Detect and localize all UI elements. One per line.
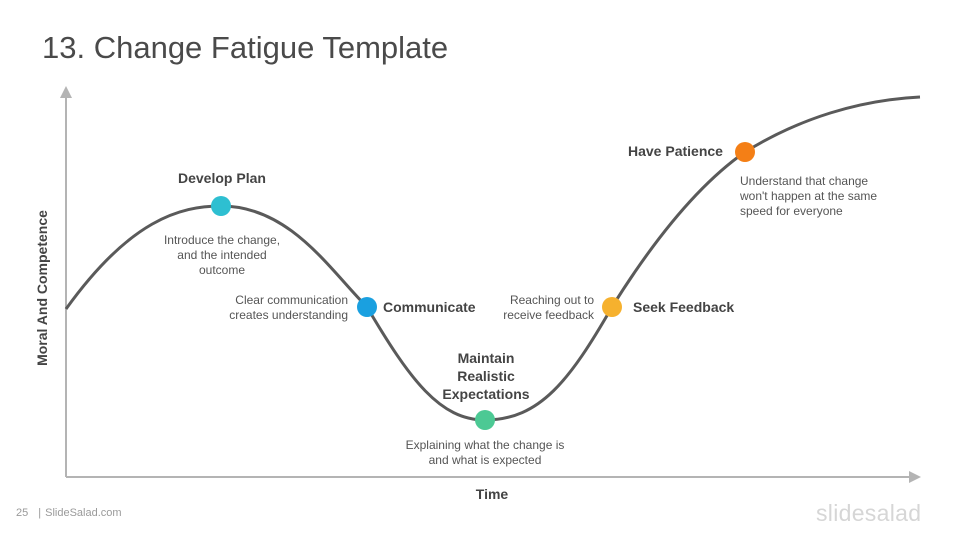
x-axis-label: Time bbox=[475, 486, 509, 502]
stage-label-develop-plan: Develop Plan bbox=[178, 170, 266, 186]
brand-logo: slidesalad bbox=[816, 500, 922, 526]
stage-dot-communicate bbox=[357, 297, 377, 317]
stage-dot-maintain-expectations bbox=[475, 410, 495, 430]
page-number: 25 bbox=[16, 507, 29, 519]
footer: 25|SlideSalad.com bbox=[16, 507, 122, 519]
stage-dot-develop-plan bbox=[211, 196, 231, 216]
stage-label-communicate: Communicate bbox=[383, 299, 476, 315]
y-axis-label: Moral And Competence bbox=[34, 210, 50, 366]
stage-label-seek-feedback: Seek Feedback bbox=[633, 299, 735, 315]
footer-site: SlideSalad.com bbox=[45, 507, 122, 519]
stage-dot-seek-feedback bbox=[602, 297, 622, 317]
stage-label-have-patience: Have Patience bbox=[628, 143, 723, 159]
slide-title: 13. Change Fatigue Template bbox=[42, 30, 449, 65]
stage-dot-have-patience bbox=[735, 142, 755, 162]
